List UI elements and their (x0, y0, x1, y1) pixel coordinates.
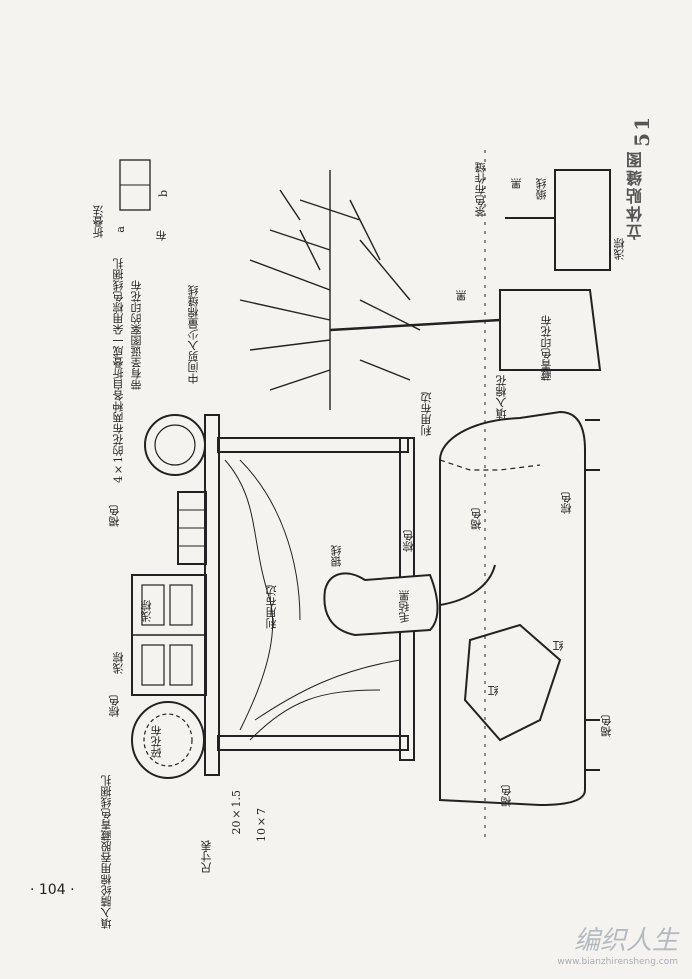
lamp-shade (554, 169, 611, 271)
watermark-brand: 编织人生 (573, 926, 678, 956)
size-label: 尺寸表 (200, 840, 213, 873)
sofa (439, 410, 586, 807)
watermark-url: www.bianzhirensheng.com (557, 957, 678, 967)
wreath-clock (144, 414, 206, 476)
brown-label-1: 褐色 (108, 505, 121, 527)
brown-label-3: 褐色 (500, 785, 513, 807)
print-cloth-label: 带有圣诞图案的印花布 (130, 280, 143, 390)
fold-a: a (114, 226, 127, 233)
wall-stitch-label: 中间剪入少量棉缝线 (187, 285, 200, 384)
shelf-board (204, 414, 220, 776)
light-tan-2: 浅棕 (112, 652, 125, 674)
flower-cloth-note: 4×1的花布两种各自折叠成一朵用棕色线捆扎 (112, 258, 125, 483)
fill-note: 填入腈纶棉用吞股藏青色线捆扎 (100, 775, 113, 929)
size-2: 10×7 (255, 808, 268, 842)
use-cloth-edge-2: 利用布边 (420, 392, 433, 436)
fold-cloth: 布 (155, 230, 168, 241)
red-2: 红 (552, 640, 565, 651)
brown-label-2: 褐色 (470, 508, 483, 530)
tan-rod: 棕色 (402, 530, 415, 552)
print-cloth-2: 藏青色印花布 (540, 315, 553, 381)
tree-trunk (329, 318, 501, 332)
tan-frame: 棕色 (108, 695, 121, 717)
cushion-oval (131, 701, 205, 779)
felt-label: 毛毡黑 (398, 590, 411, 623)
use-cloth-edge-1: 利用布边 (265, 585, 278, 629)
red-1: 红 (487, 685, 500, 696)
christmas-tree (239, 170, 421, 410)
watermark: 编织人生 www.bianzhirensheng.com (557, 920, 678, 967)
brown-label-4: 褐色 (600, 715, 613, 737)
tan-sofa: 棕色 (560, 492, 573, 514)
black-label: 黑 (455, 290, 468, 301)
fold-method-title: 折叠法 (92, 205, 105, 238)
page-number: · 104 · (30, 882, 75, 898)
scrap-cloth: 碎花布 (150, 725, 163, 758)
curtain-rod (217, 437, 409, 453)
black-thread: 黑 (510, 178, 523, 189)
cat (323, 572, 439, 637)
fold-b: b (157, 190, 170, 198)
satin-thread: 缎线 (535, 178, 548, 200)
bag (499, 289, 602, 371)
pillow (463, 623, 562, 742)
size-1: 20×1.5 (230, 790, 243, 835)
silver-thread: 银线 (330, 545, 343, 567)
light-tan-1: 浅棕 (140, 600, 153, 622)
header-title: 立体贴缝图 (626, 150, 645, 240)
header-number: 51 (630, 115, 654, 147)
brown-cloth-ribbon: 茶色布作缝 (474, 162, 487, 217)
fill-cotton: 填入棉花 (495, 375, 508, 419)
light-brown: 浅棕 (613, 238, 626, 260)
